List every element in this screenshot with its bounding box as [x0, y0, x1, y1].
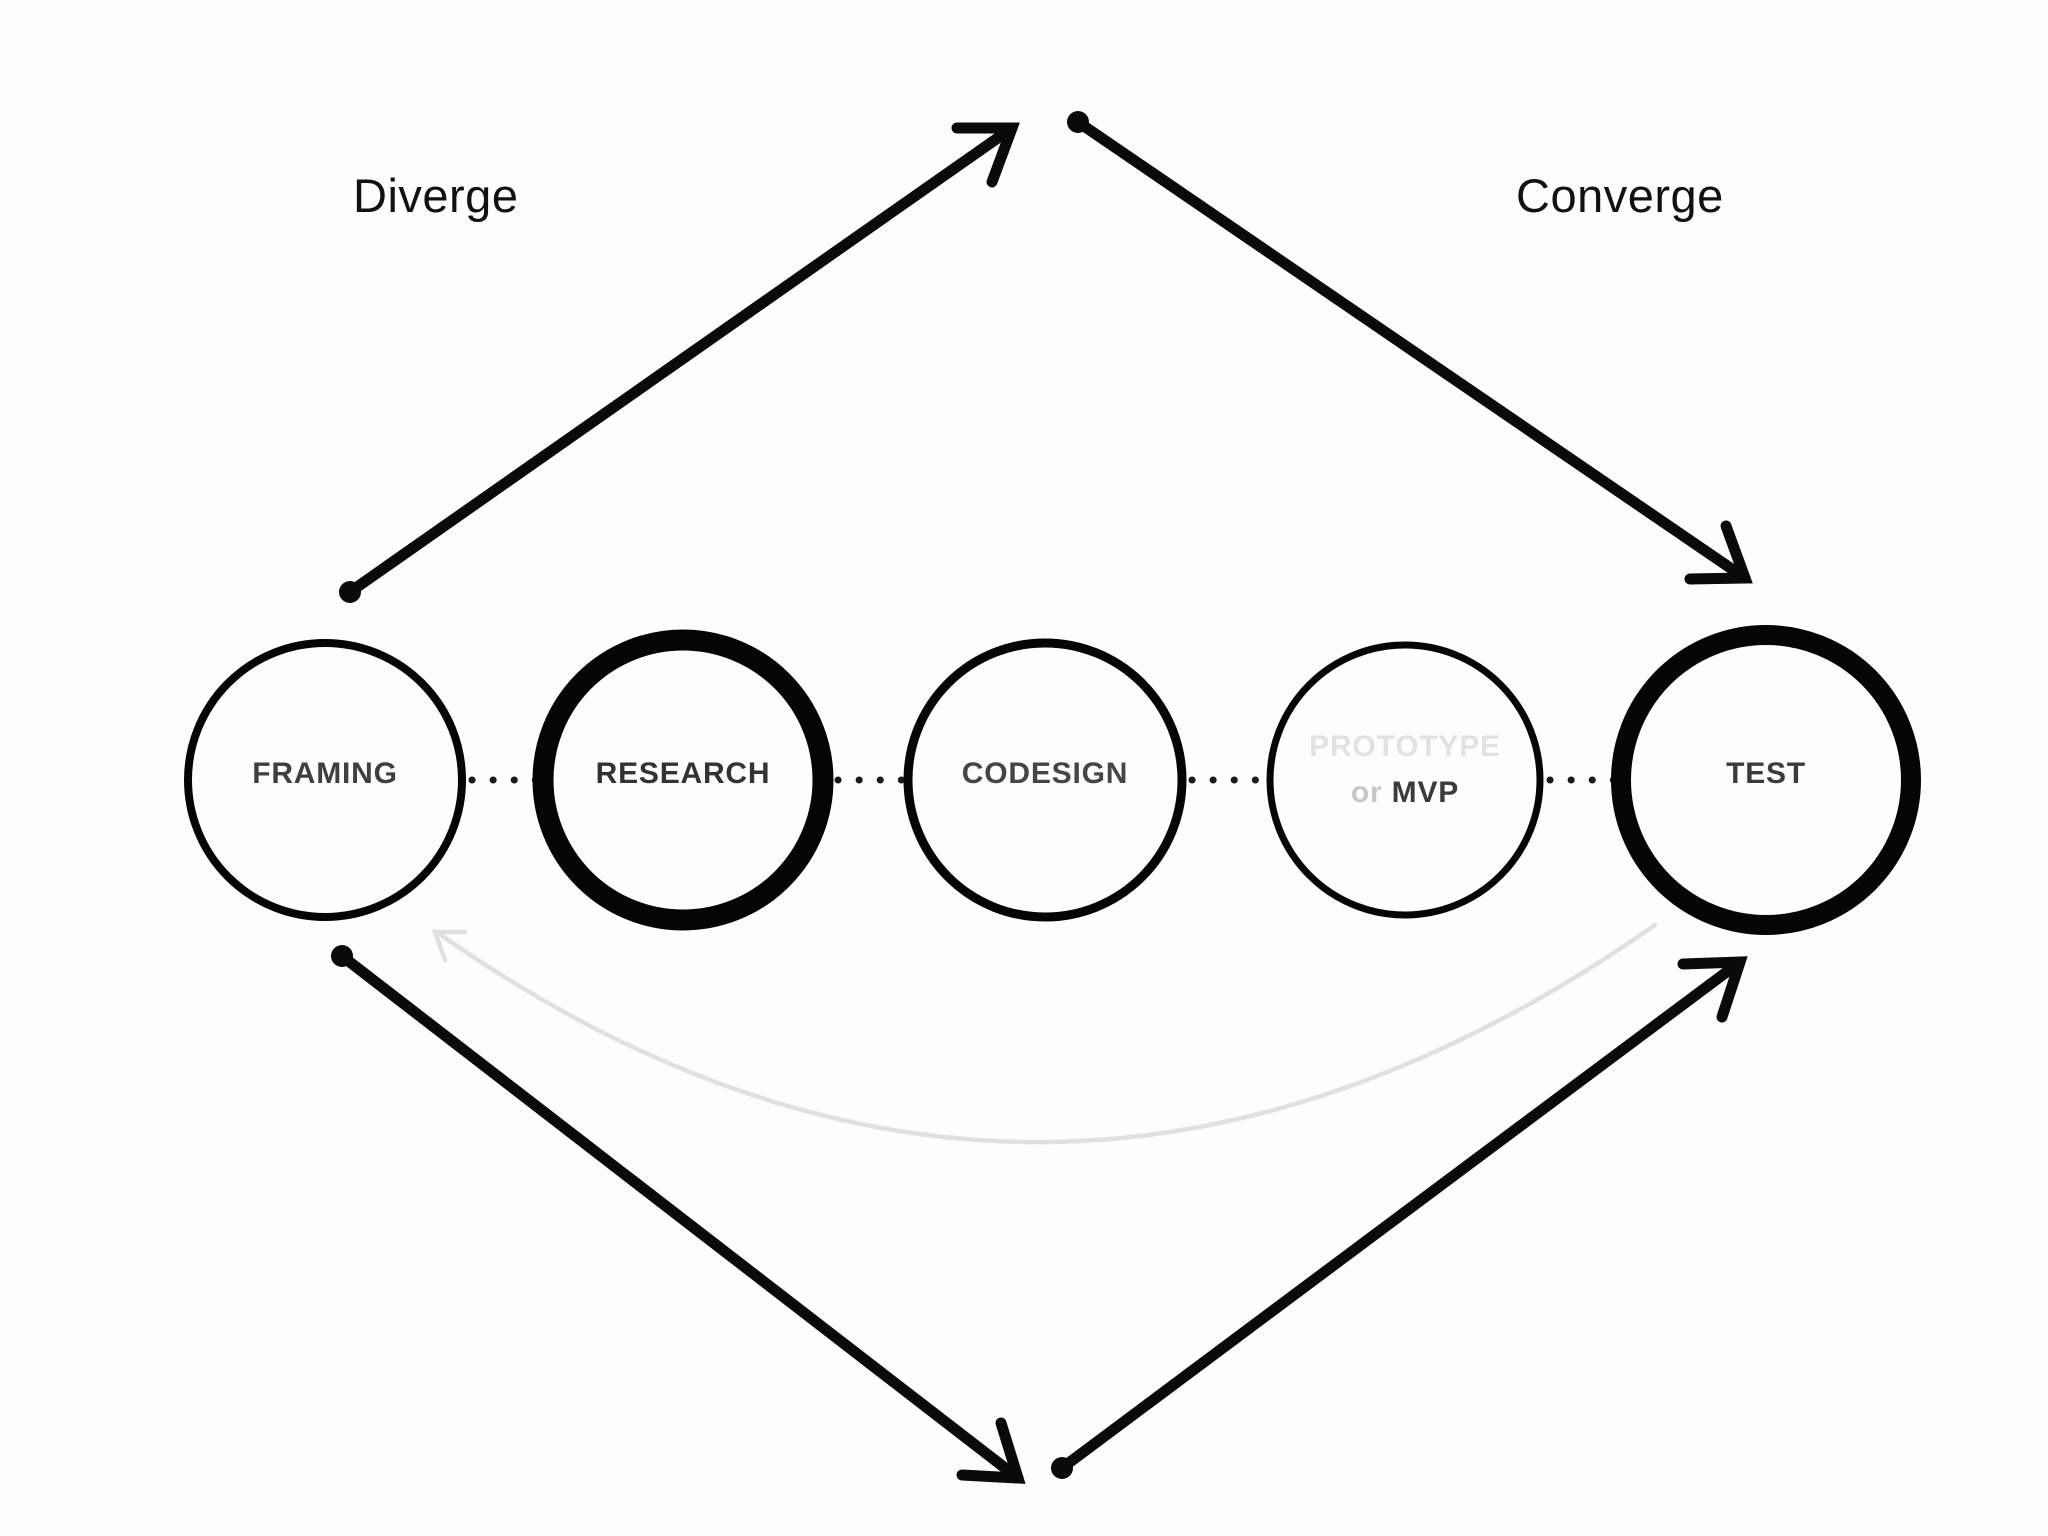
converge-up-arrow	[1051, 956, 1748, 1479]
converge-up-arrow-line	[1056, 956, 1746, 1474]
diverge-label: Diverge	[353, 169, 519, 222]
converge-down-arrow	[1067, 111, 1753, 585]
converge-up-arrowhead-icon	[1677, 956, 1748, 1023]
circle-test	[1611, 625, 1921, 935]
converge-label: Converge	[1516, 169, 1724, 222]
diverge-down-arrow-line	[336, 950, 1024, 1484]
feedback-loop-curve	[435, 922, 1658, 1145]
circle-framing	[184, 639, 466, 921]
stage-label-codesign: CODESIGN	[961, 757, 1129, 790]
stage-label-framing: FRAMING	[252, 757, 398, 790]
stage-circles	[184, 625, 1921, 935]
stage-label-prototype-alt: or MVP	[1265, 770, 1545, 816]
converge-down-arrowhead-icon	[1684, 520, 1753, 585]
feedback-loop-arrow	[431, 922, 1658, 1145]
converge-down-arrow-line	[1072, 116, 1751, 584]
stage-label-test: TEST	[1726, 757, 1806, 790]
circle-codesign	[903, 638, 1187, 922]
stage-label-research: RESEARCH	[595, 757, 771, 790]
feedback-loop-arrowhead-icon	[431, 929, 468, 963]
circle-prototype	[1266, 641, 1544, 919]
diverge-up-arrow	[339, 122, 1020, 603]
diverge-down-arrow	[331, 945, 1026, 1484]
stage-label-or: or	[1350, 776, 1383, 809]
diverge-up-arrowhead-icon	[951, 122, 1020, 188]
stage-label-mvp: MVP	[1391, 776, 1460, 809]
circle-research	[532, 629, 834, 931]
stage-label-prototype: PROTOTYPE or MVP	[1265, 724, 1545, 816]
diverge-up-arrow-line	[344, 122, 1018, 598]
diverge-down-arrowhead-icon	[956, 1417, 1026, 1484]
stage-label-prototype-main: PROTOTYPE	[1309, 730, 1501, 763]
